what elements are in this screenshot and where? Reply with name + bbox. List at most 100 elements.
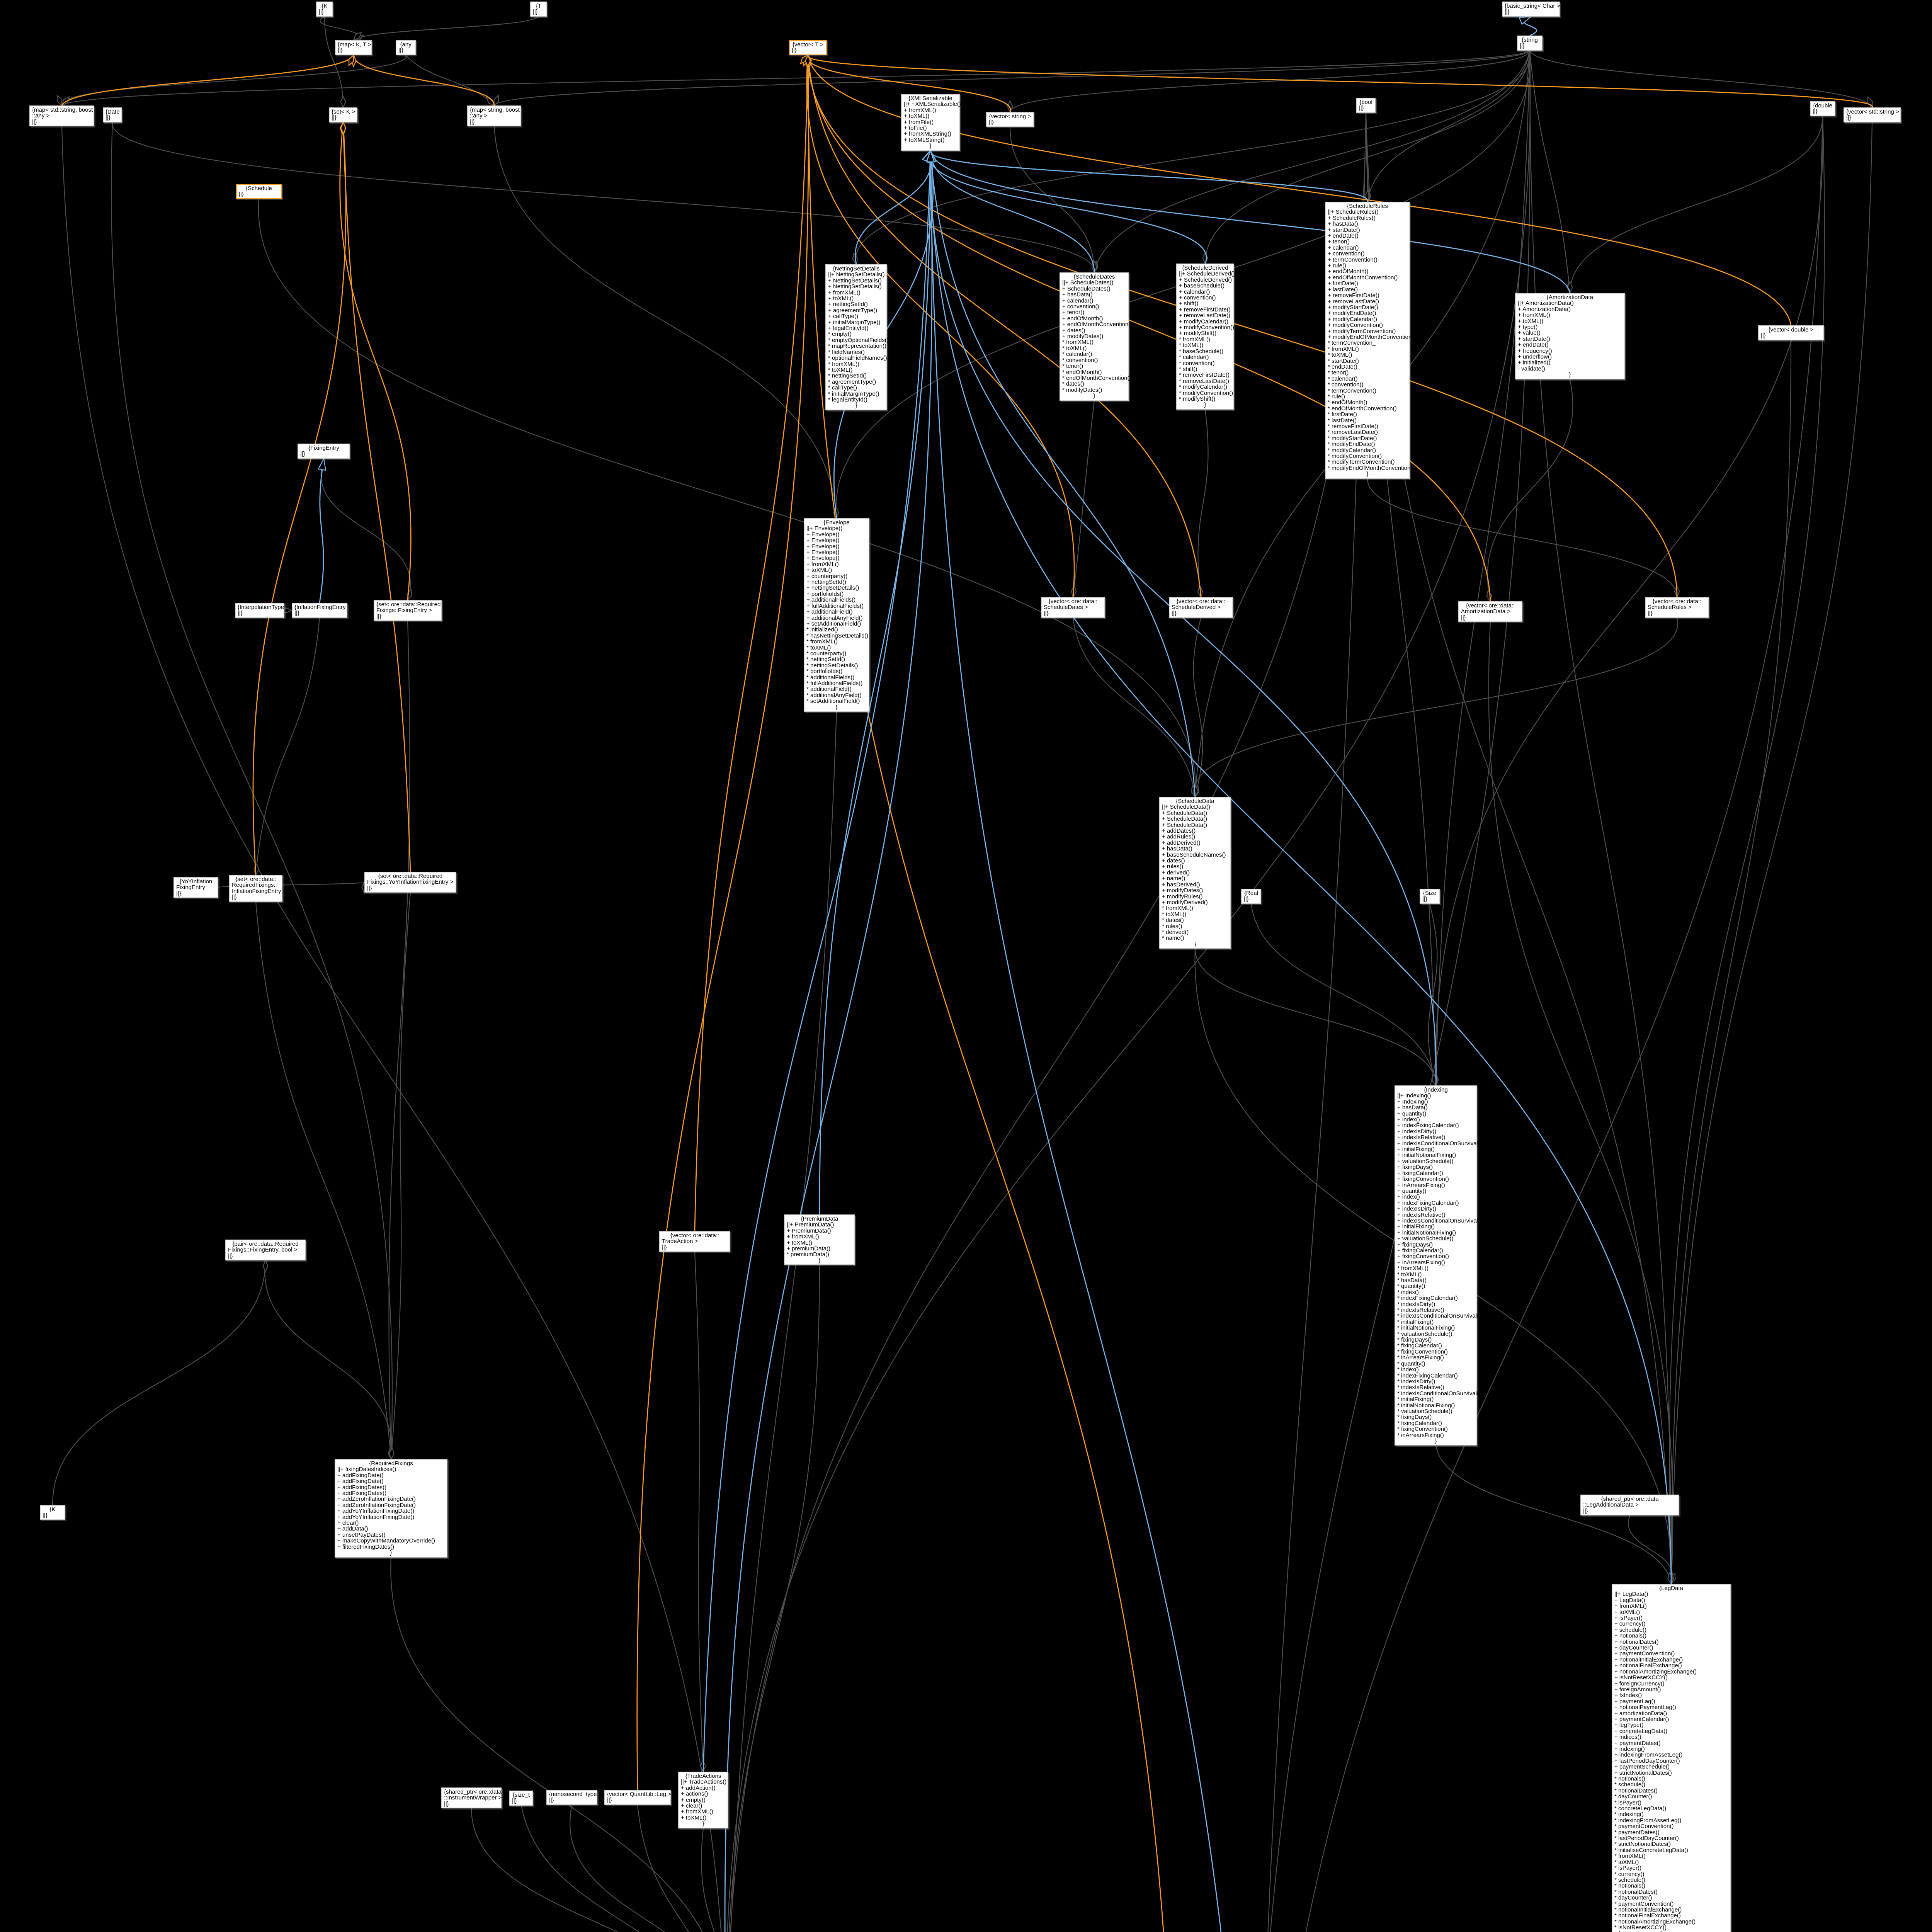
edge-vec_scheduledates-to-scheduledata [1072,617,1197,798]
node-vec_scheduledates[interactable]: {vector< ore::data::ScheduleDates >||} [1041,597,1105,618]
node-member: ||} [1583,1507,1588,1514]
node-member: + isPayer() [1614,1615,1643,1622]
edge-trade-to-xmlserializable [724,151,932,1932]
node-member: + Envelope() [806,549,840,556]
node-vec_qlleg[interactable]: {vector< QuantLib::Leg >||} [604,1790,671,1805]
node-size_t[interactable]: {size_t||} [509,1791,533,1806]
node-schedulederived[interactable]: {ScheduleDerived||+ ScheduleDerived()+ S… [1176,264,1235,410]
node-member: * callType() [828,384,857,391]
node-member: ||} [176,890,181,897]
node-legdata[interactable]: {LegData||+ LegData()+ LegData()+ fromXM… [1612,1584,1731,1932]
node-nanosecond_type[interactable]: {nanosecond_type||} [546,1790,597,1805]
node-member: * removeFirstDate() [1179,372,1230,379]
node-map_string_any[interactable]: {map< string, boost::any >||} [467,105,521,127]
node-title: {Date [105,109,120,115]
node-tradeactions[interactable]: {TradeActions||+ TradeActions()+ addActi… [678,1772,728,1828]
node-member: + ScheduleDerived() [1179,276,1232,283]
edge-vec_schedulerules-to-scheduledata [1190,617,1678,798]
node-t1[interactable]: {T||} [530,2,547,17]
edge-string-to-vector_string [1007,50,1531,113]
node-title: {K [49,1506,56,1513]
node-member: + index() [1397,1194,1420,1201]
node-amortizationdata[interactable]: {AmortizationData||+ AmortizationData()+… [1515,293,1625,379]
node-member: + counterparty() [806,573,848,580]
node-schedulerules[interactable]: {ScheduleRules||+ ScheduleRules()+ Sched… [1325,202,1415,479]
node-member: ||} [300,451,305,457]
node-member: + paymentLag() [1614,1698,1655,1705]
node-member: + Envelope() [806,531,840,538]
node-xmlserializable[interactable]: {XMLSerializable||+ ~XMLSerializable()+ … [901,94,961,151]
node-inflationfixingentry[interactable]: {InflationFixingEntry||} [292,603,347,618]
node-vec_schedulerules[interactable]: {vector< ore::data::ScheduleRules >||} [1645,597,1709,618]
node-real[interactable]: {Real||} [1241,889,1261,904]
node-vec_schedulederived[interactable]: {vector< ore::data::ScheduleDerived >||} [1169,597,1233,618]
node-member: + addZeroInflationFixingDate() [337,1502,416,1509]
node-member: + currency() [1614,1621,1646,1628]
node-k2[interactable]: {K||} [40,1505,65,1520]
node-vector_t[interactable]: {vector< T >||} [789,40,827,55]
node-member: * empty() [828,331,852,338]
node-vector_string[interactable]: {vector< string >||} [986,112,1034,127]
node-basic_string[interactable]: {basic_string< Char >||} [1502,2,1560,17]
node-sp_legadditionaldata[interactable]: {shared_ptr< ore::data::LegAdditionalDat… [1580,1495,1679,1516]
node-vec_tradeaction[interactable]: {vector< ore::data::TradeAction >||} [659,1231,730,1252]
node-member: * fromXML() [1179,336,1210,343]
node-member: } [929,143,932,150]
node-member: * premiumData() [787,1251,830,1258]
node-member: + lastPeriodDayCounter() [1614,1757,1680,1764]
node-member: + initialMarginType() [828,319,881,326]
edge-inflationfixingentry-to-set_inflationentry [253,617,320,876]
node-fixingentry[interactable]: {FixingEntry||} [298,444,350,459]
node-string[interactable]: {string||} [1517,36,1543,51]
node-member: * optionalFieldNames() [828,355,887,362]
node-title: {Indexing [1424,1087,1448,1093]
node-member: + addDerived() [1162,839,1201,846]
node-vec_amortizationdata[interactable]: {vector< ore::data::AmortizationData >||… [1458,601,1522,622]
node-size[interactable]: {Size||} [1420,889,1440,904]
node-member: * indexFixingCalendar() [1397,1295,1458,1302]
node-member: + portfolioIds() [806,590,844,597]
node-envelope[interactable]: {Envelope||+ Envelope()+ Envelope()+ Env… [804,518,869,712]
node-member: * removeFirstDate() [1328,423,1378,430]
node-member: + Indexing() [1397,1098,1428,1105]
node-member: + toXML() [904,113,930,120]
node-vector_std_string[interactable]: {vector< std::string >||} [1844,107,1901,122]
node-double[interactable]: {double||} [1810,101,1835,116]
node-requiredfixings[interactable]: {RequiredFixings||+ fixingDatesIndices()… [335,1459,447,1558]
node-vec_double[interactable]: {vector< double >||} [1758,325,1824,340]
node-scheduledates[interactable]: {ScheduleDates||+ ScheduleDates()+ Sched… [1060,272,1132,401]
node-member: ||} [228,1252,233,1259]
node-bool[interactable]: {bool||} [1356,98,1376,113]
edge-amortizationdata-to-vec_amortizationdata [1486,379,1573,602]
node-set_k[interactable]: {set< K >||} [329,107,357,122]
node-interpolationtype[interactable]: {InterpolationType||} [235,603,284,618]
node-any[interactable]: {any||} [396,40,416,55]
node-member: + paymentDates() [1614,1740,1661,1747]
node-member: + NettingSetDetails() [828,283,882,290]
node-k1[interactable]: {K||} [316,2,333,17]
node-indexing[interactable]: {Indexing||+ Indexing()+ Indexing()+ has… [1395,1085,1482,1446]
node-premiumdata[interactable]: {PremiumData||+ PremiumData()+ PremiumDa… [784,1214,855,1265]
edge-schedulerules-to-xmlserializable [930,151,1368,202]
node-map_std_string_any[interactable]: {map< std::string, boost::any >||} [29,105,94,127]
node-set_inflationentry[interactable]: {set< ore::data::RequiredFixings::Inflat… [229,875,286,902]
node-member: + index() [1397,1116,1420,1123]
node-scheduledata[interactable]: {ScheduleData||+ ScheduleData()+ Schedul… [1159,797,1231,949]
node-sp_instrumentwrapper[interactable]: {shared_ptr< ore::data::InstrumentWrappe… [441,1787,502,1809]
edge-vec_double-to-legdata [1668,340,1792,1585]
node-schedule_trunc[interactable]: {Schedule||} [236,184,282,199]
node-date[interactable]: {Date||} [103,107,122,122]
node-member: + toXML() [681,1814,707,1821]
node-nettingsetdetails[interactable]: {NettingSetDetails||+ NettingSetDetails(… [825,264,889,410]
node-member: ||} [367,884,372,891]
edge-string-to-legdata [1529,50,1674,1585]
node-member: + indexIsConditionalOnSurvival() [1397,1140,1482,1147]
node-title: {basic_string< Char > [1505,3,1560,9]
node-member: + fromXMLString() [904,131,951,138]
edge-set_yoyentry-to-requiredfixings [388,892,411,1460]
node-map_k_t[interactable]: {map< K, T >||} [335,40,372,55]
